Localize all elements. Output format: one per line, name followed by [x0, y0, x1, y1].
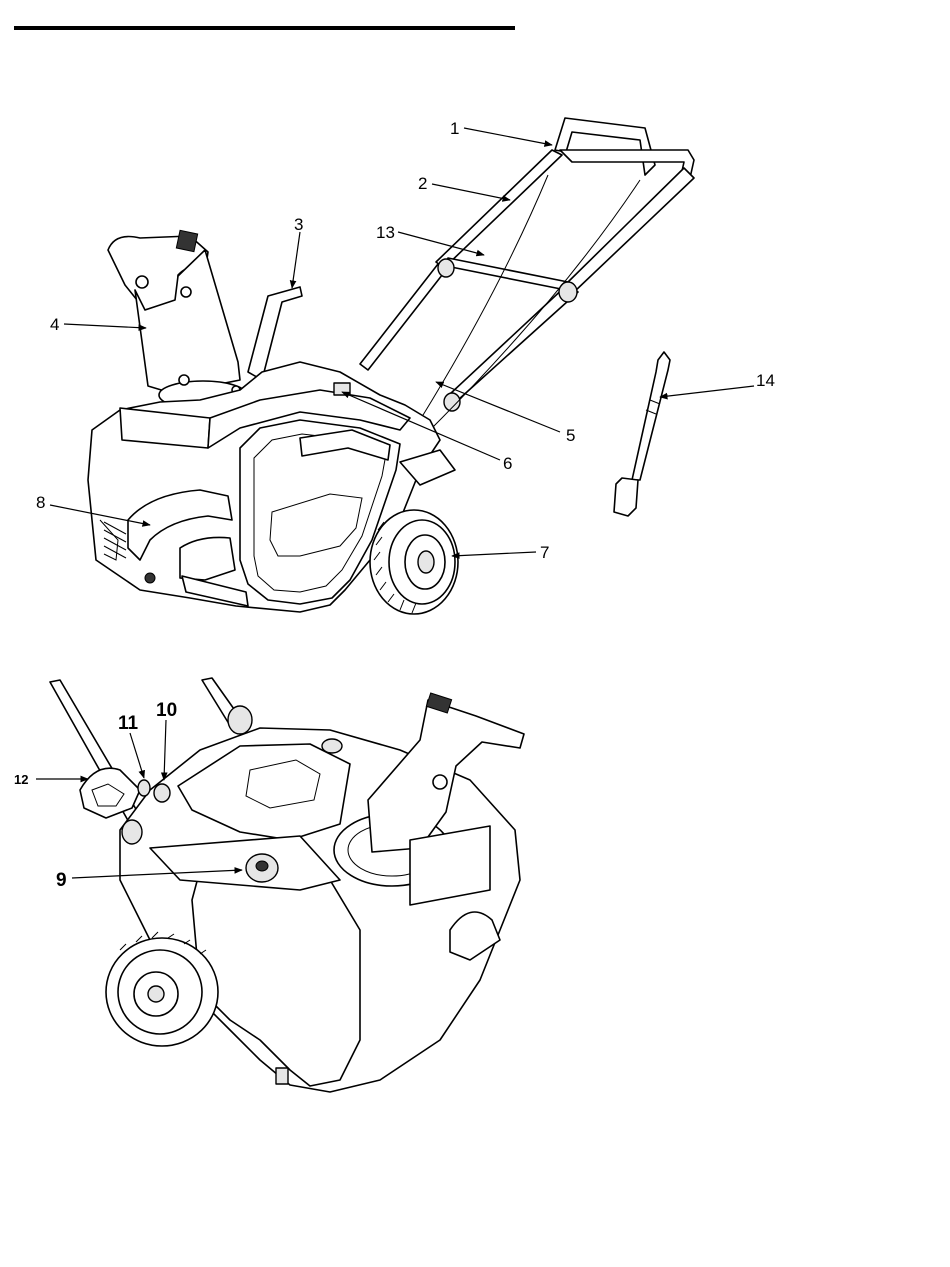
- callout-14: 14: [756, 371, 775, 390]
- callout-13: 13: [376, 223, 395, 242]
- callout-2: 2: [418, 174, 427, 193]
- callout-9: 9: [56, 870, 67, 891]
- callout-7: 7: [540, 543, 549, 562]
- callout-5: 5: [566, 426, 575, 445]
- wheel: [370, 510, 458, 614]
- callout-8: 8: [36, 493, 45, 512]
- handle-assembly: [360, 118, 694, 430]
- callout-3: 3: [294, 215, 303, 234]
- callout-10: 10: [156, 700, 177, 721]
- snow-thrower-rear-view: [50, 678, 524, 1092]
- ignition-key-part: [614, 352, 670, 516]
- callout-4: 4: [50, 315, 59, 334]
- snow-thrower-front-view: [88, 118, 694, 614]
- header-rule: [14, 26, 515, 30]
- callout-11: 11: [118, 713, 139, 734]
- callout-6: 6: [503, 454, 512, 473]
- callout-1: 1: [450, 119, 459, 138]
- callout-12: 12: [14, 772, 28, 787]
- discharge-chute: [108, 230, 247, 409]
